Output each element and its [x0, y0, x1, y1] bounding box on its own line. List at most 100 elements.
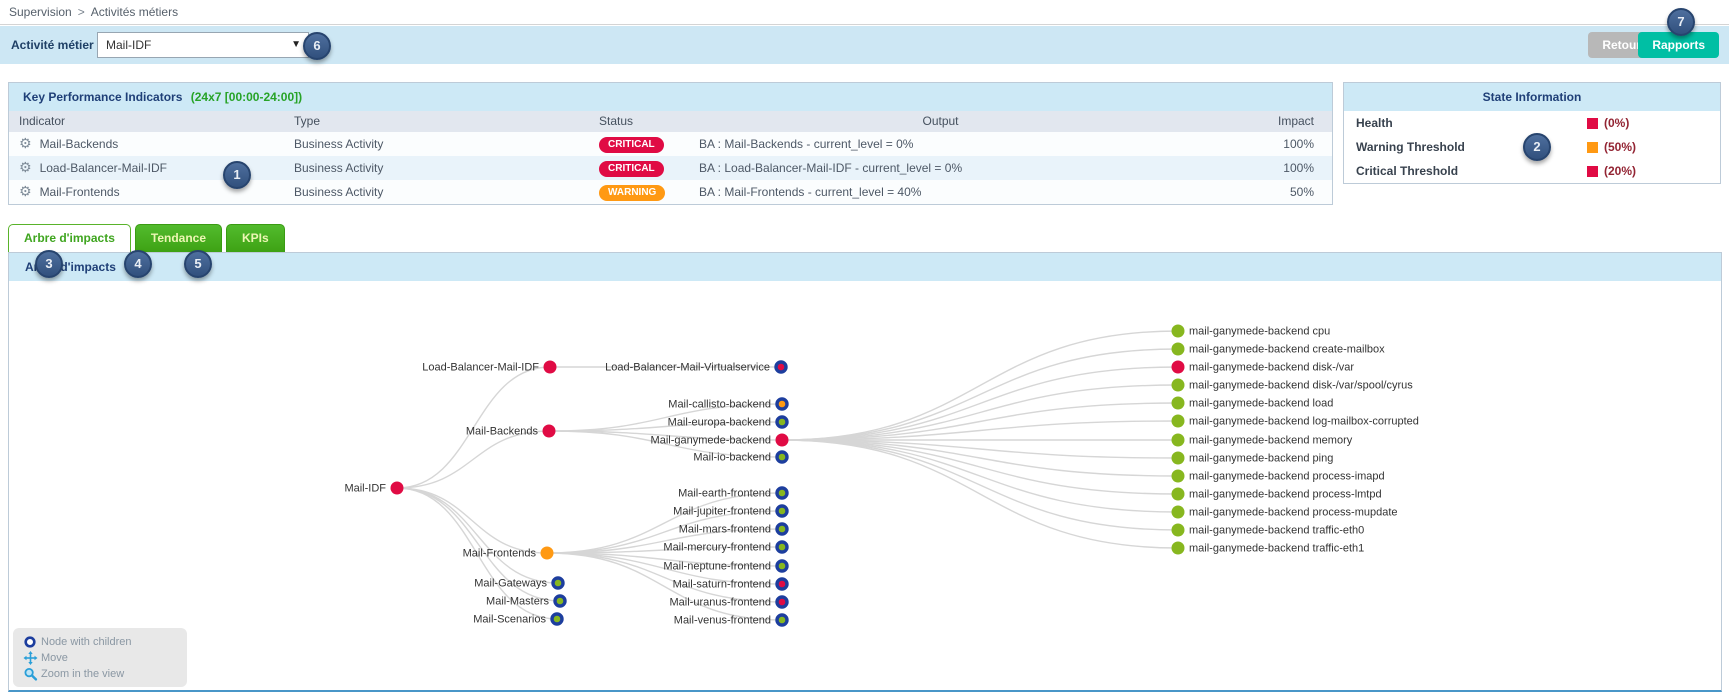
legend-label: Node with children: [41, 636, 132, 648]
kpi-panel-title-text: Key Performance Indicators: [23, 90, 183, 104]
tree-node-io[interactable]: [775, 450, 789, 464]
tree-node-ganymede[interactable]: [775, 433, 789, 447]
tree-node-saturn[interactable]: [775, 577, 789, 591]
kpi-indicator-cell: ⚙ Mail-Frontends: [9, 180, 294, 204]
tree-node-uranus[interactable]: [775, 595, 789, 609]
impact-tree-title: Arbre d'impacts: [9, 253, 1721, 281]
state-information-row: Warning Threshold(50%): [1344, 135, 1720, 159]
tab-tendance[interactable]: Tendance: [134, 224, 223, 252]
state-information-panel: State Information Health(0%)Warning Thre…: [1343, 82, 1721, 184]
state-row-percentage: (20%): [1604, 164, 1637, 178]
tree-node-leaf-create-mailbox[interactable]: [1171, 342, 1185, 356]
status-color-square: [1587, 141, 1598, 153]
kpi-column-header: Status: [599, 114, 634, 128]
kpi-output-cell: BA : Load-Balancer-Mail-IDF - current_le…: [699, 161, 963, 175]
kpi-indicator-name[interactable]: Load-Balancer-Mail-IDF: [39, 161, 167, 175]
status-color-square: [1587, 165, 1598, 177]
kpi-column-header: Output: [922, 114, 959, 128]
kpi-column-header: Impact: [1277, 114, 1314, 128]
breadcrumb-item[interactable]: Supervision: [9, 5, 72, 19]
state-row-label: Critical Threshold: [1356, 164, 1459, 178]
tree-node-leaf-traffic-eth0[interactable]: [1171, 523, 1185, 537]
tree-node-vs[interactable]: [774, 360, 788, 374]
annotation-badge-3: 3: [35, 250, 63, 278]
state-information-row: Critical Threshold (20%): [1344, 159, 1720, 183]
tab-arbre-d-impacts[interactable]: Arbre d'impacts: [8, 224, 131, 252]
tree-node-mail-idf[interactable]: [390, 481, 404, 495]
annotation-badge-7: 7: [1667, 8, 1695, 36]
tab-kpis[interactable]: KPIs: [226, 224, 285, 252]
tree-node-leaf-load[interactable]: [1171, 396, 1185, 410]
tree-node-scenarios[interactable]: [550, 612, 564, 626]
tree-node-lb[interactable]: [543, 360, 557, 374]
tree-node-gateways[interactable]: [551, 576, 565, 590]
tree-node-leaf-process-mupdate[interactable]: [1171, 505, 1185, 519]
kpi-output-cell: BA : Mail-Frontends - current_level = 40…: [699, 185, 922, 199]
gear-icon[interactable]: ⚙: [19, 184, 32, 200]
tree-node-leaf-disk-var[interactable]: [1171, 360, 1185, 374]
filter-bar: Activité métier Mail-IDF ▼ Retour Rappor…: [0, 26, 1729, 64]
tree-node-leaf-traffic-eth1[interactable]: [1171, 541, 1185, 555]
tree-node-backends[interactable]: [542, 424, 556, 438]
kpi-impact-cell: 50%: [1289, 185, 1314, 199]
status-color-square: [1587, 117, 1598, 129]
tree-node-callisto[interactable]: [775, 397, 789, 411]
tree-node-leaf-log-mailbox[interactable]: [1171, 414, 1185, 428]
annotation-badge-4: 4: [124, 250, 152, 278]
tree-node-leaf-memory[interactable]: [1171, 433, 1185, 447]
tree-node-leaf-process-imapd[interactable]: [1171, 469, 1185, 483]
kpi-indicator-name[interactable]: Mail-Frontends: [39, 185, 120, 199]
annotation-badge-1: 1: [223, 161, 251, 189]
kpi-table-header: Indicator Type Status Output Impact: [9, 111, 1332, 132]
kpi-table-row: ⚙ Mail-Frontends Business Activity WARNING B…: [9, 180, 1332, 204]
gear-icon[interactable]: ⚙: [19, 160, 32, 176]
kpi-type-cell: Business Activity: [294, 137, 384, 151]
state-row-percentage: (50%): [1604, 140, 1637, 154]
business-activity-select[interactable]: Mail-IDF ▼: [97, 32, 309, 58]
kpi-column-header: Indicator: [19, 114, 66, 128]
status-badge: WARNING: [599, 184, 666, 201]
impact-tree-panel: Arbre d'impacts: [8, 252, 1722, 692]
tree-node-mars[interactable]: [775, 522, 789, 536]
gear-icon[interactable]: ⚙: [19, 136, 32, 152]
tree-node-leaf-disk-var-spool[interactable]: [1171, 378, 1185, 392]
tree-node-leaf-ping[interactable]: [1171, 451, 1185, 465]
tree-node-neptune[interactable]: [775, 559, 789, 573]
kpi-indicator-name[interactable]: Mail-Backends: [39, 137, 119, 151]
tree-node-mercury[interactable]: [775, 540, 789, 554]
state-information-title: State Information: [1344, 83, 1720, 111]
state-row-value: (20%): [1587, 159, 1720, 183]
kpi-indicator-cell: ⚙ Load-Balancer-Mail-IDF: [9, 156, 294, 180]
move-icon: [23, 651, 41, 665]
breadcrumb-item[interactable]: Activités métiers: [90, 5, 179, 19]
breadcrumb: Supervision > Activités métiers: [0, 0, 1729, 25]
breadcrumb-separator: >: [77, 5, 85, 19]
rapports-button[interactable]: Rapports: [1638, 32, 1719, 58]
state-row-value: (0%): [1587, 111, 1720, 135]
annotation-badge-6: 6: [303, 32, 331, 60]
tree-node-earth[interactable]: [775, 486, 789, 500]
tree-node-europa[interactable]: [775, 415, 789, 429]
tree-node-frontends[interactable]: [540, 546, 554, 560]
kpi-impact-cell: 100%: [1283, 161, 1314, 175]
tree-node-leaf-process-lmtpd[interactable]: [1171, 487, 1185, 501]
kpi-column-header: Type: [294, 114, 321, 128]
tree-node-jupiter[interactable]: [775, 504, 789, 518]
tree-node-leaf-cpu[interactable]: [1171, 324, 1185, 338]
tree-node-masters[interactable]: [553, 594, 567, 608]
kpi-panel: Key Performance Indicators (24x7 [00:00-…: [8, 82, 1333, 205]
kpi-panel-title: Key Performance Indicators (24x7 [00:00-…: [9, 83, 1332, 111]
kpi-output-cell: BA : Mail-Backends - current_level = 0%: [699, 137, 914, 151]
chevron-down-icon: ▼: [291, 39, 301, 50]
state-information-row: Health(0%): [1344, 111, 1720, 135]
kpi-reporting-period: (24x7 [00:00-24:00]): [190, 90, 303, 104]
kpi-type-cell: Business Activity: [294, 185, 384, 199]
state-row-value: (50%): [1587, 135, 1720, 159]
tree-node-venus[interactable]: [775, 613, 789, 627]
annotation-badge-2: 2: [1523, 133, 1551, 161]
